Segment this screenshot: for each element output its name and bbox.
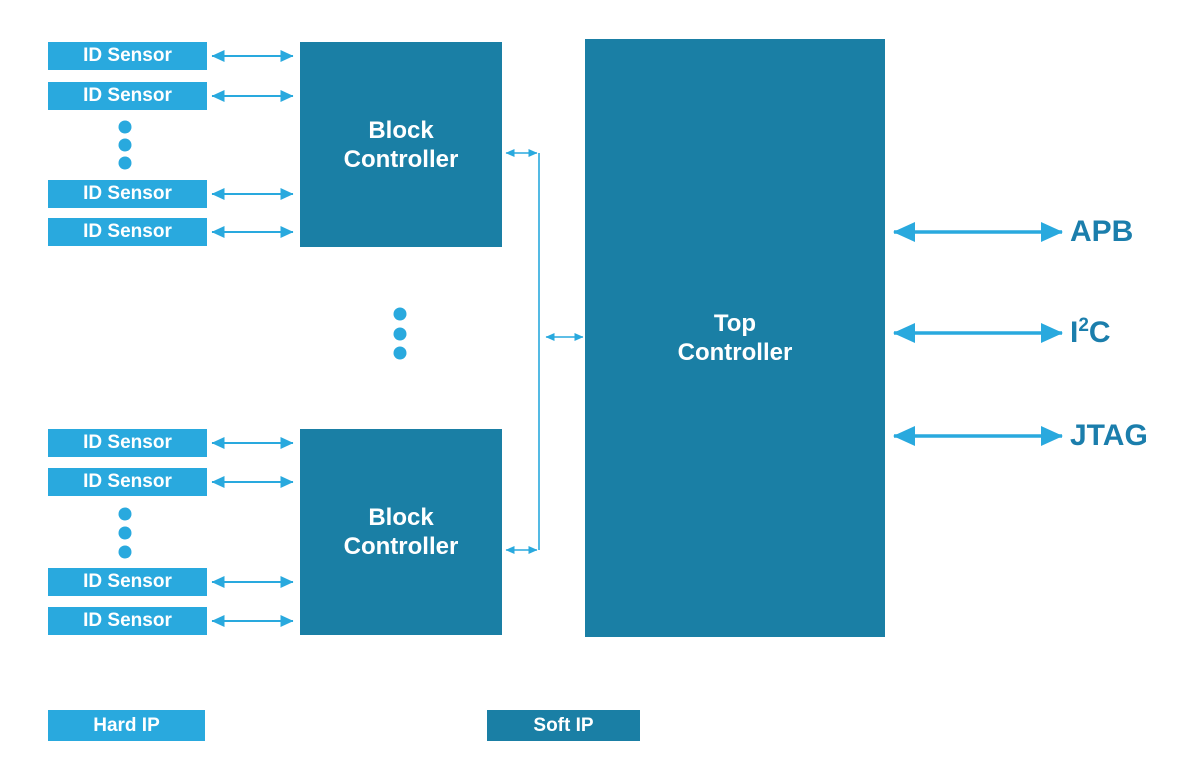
id-sensor-box: ID Sensor: [48, 607, 207, 635]
i2c-label-base: I: [1070, 316, 1079, 349]
block-controller-box-1: Block Controller: [300, 42, 502, 247]
legend-soft-ip: Soft IP: [487, 710, 640, 741]
id-sensor-box: ID Sensor: [48, 180, 207, 208]
ellipsis-dots: [118, 507, 132, 559]
ellipsis-dots: [393, 307, 407, 360]
i2c-label-superscript: 2: [1078, 315, 1089, 336]
legend-hard-ip: Hard IP: [48, 710, 205, 741]
i2c-label-rest: C: [1088, 316, 1111, 349]
id-sensor-box: ID Sensor: [48, 82, 207, 110]
id-sensor-box: ID Sensor: [48, 468, 207, 496]
apb-label: APB: [1070, 215, 1134, 248]
block-controller-box-2: Block Controller: [300, 429, 502, 635]
ellipsis-dots: [118, 120, 132, 170]
id-sensor-box: ID Sensor: [48, 568, 207, 596]
id-sensor-box: ID Sensor: [48, 429, 207, 457]
top-controller-box: Top Controller: [585, 39, 885, 637]
i2c-label: I2C: [1070, 315, 1111, 351]
id-sensor-box: ID Sensor: [48, 42, 207, 70]
jtag-label: JTAG: [1070, 419, 1148, 452]
id-sensor-box: ID Sensor: [48, 218, 207, 246]
